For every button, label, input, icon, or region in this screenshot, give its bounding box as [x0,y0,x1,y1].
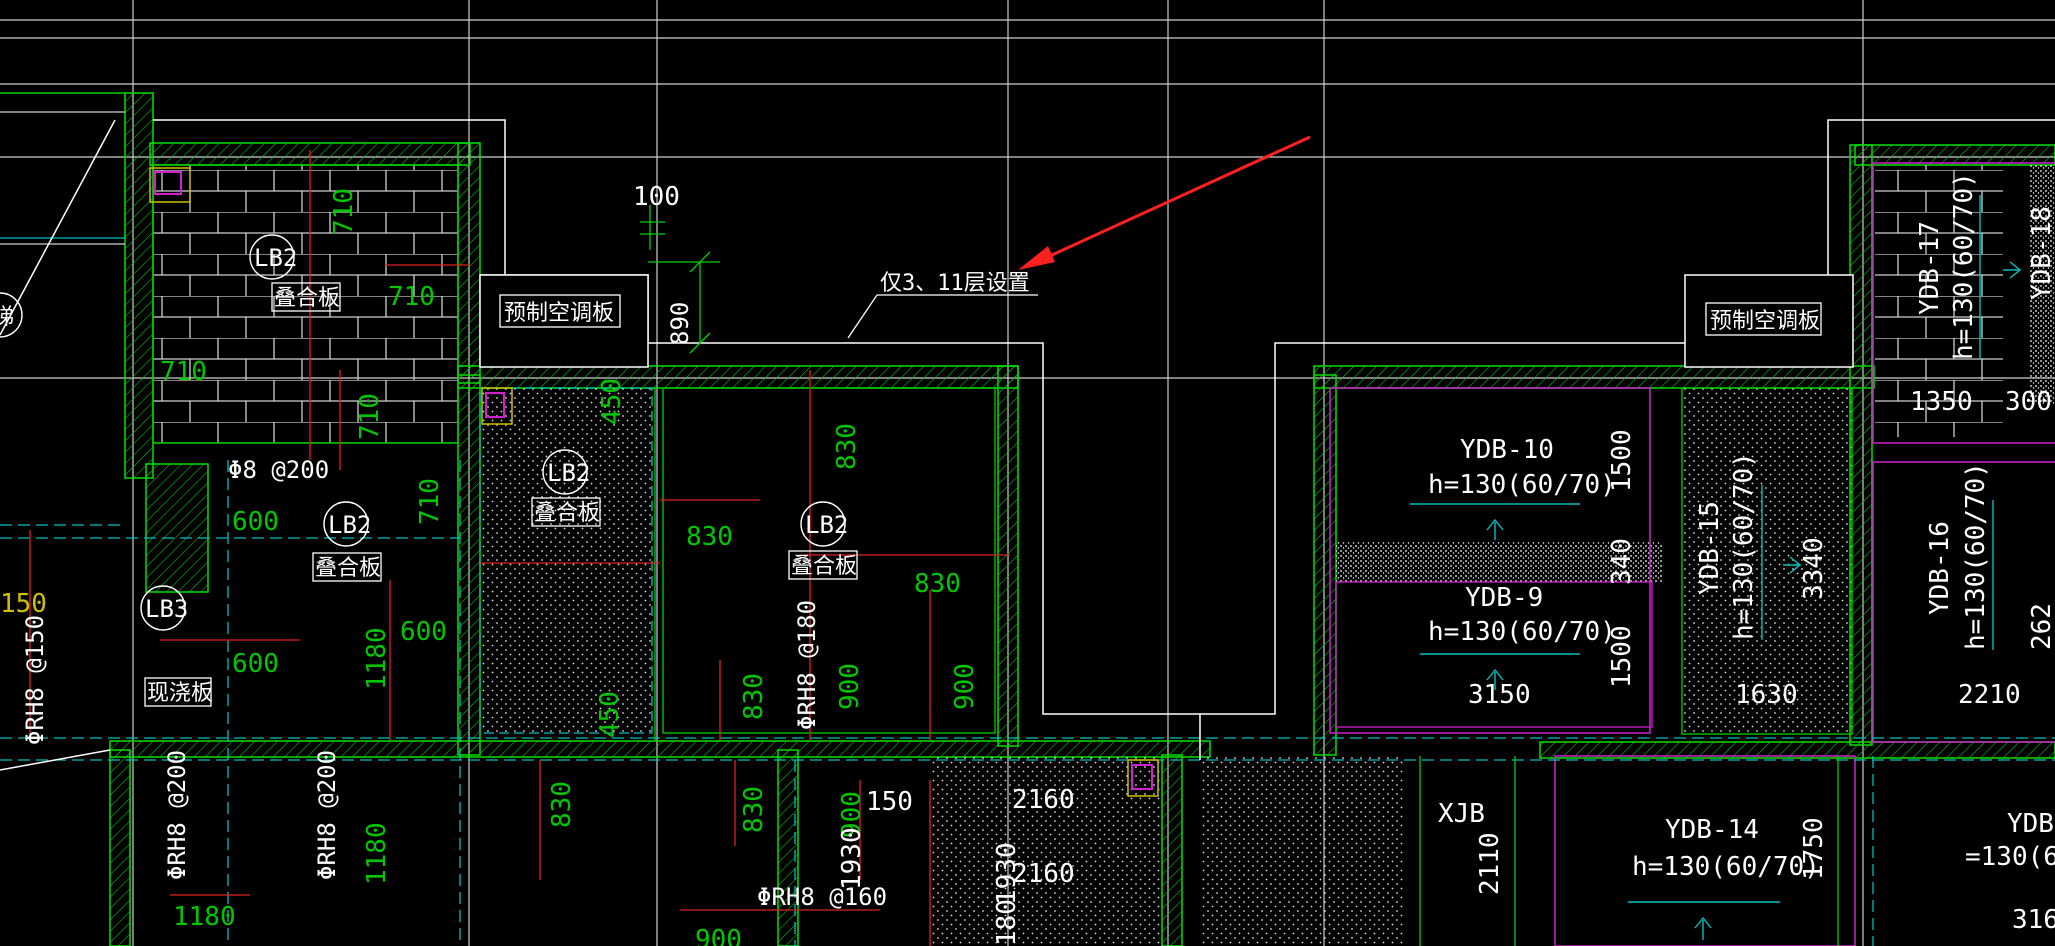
diehe-tag-c: 叠合板 [315,556,381,581]
dim-600c: 600 [400,617,447,647]
diehe-tag-d: 叠合板 [791,554,857,579]
diehe-tag-b: 叠合板 [534,501,600,526]
rebar-labels: Φ8 @200 ΦRH8 @150 ΦRH8 @200 ΦRH8 @200 ΦR… [21,456,887,911]
dim-900c: 900 [837,791,867,838]
dim-710e: 710 [415,478,445,525]
slab-fills [153,165,2055,946]
dim-2210: 2210 [1958,680,2021,710]
dim-340: 340 [1607,538,1637,585]
dim-300: 300 [2005,387,2052,417]
lb2-tag-c[interactable]: LB2 [328,511,371,539]
dim-150b: 150 [866,787,913,817]
annotation-group: 预制空调板 预制空调板 仅3、11层设置 890 100 [479,135,1854,368]
dim-1930b: 1930 [992,842,1022,905]
dim-830b: 830 [686,522,733,552]
rebar-phirh8-180: ΦRH8 @180 [793,600,821,730]
dim-3150: 3150 [1468,680,1531,710]
dim-2160a: 2160 [1012,785,1075,815]
ydb9-tag[interactable]: YDB-9 [1465,583,1543,613]
dimension-labels: 710 710 710 710 710 600 600 600 1180 118… [0,188,2055,946]
ydb9-h: h=130(60/70) [1428,617,1616,647]
dim-150a: 150 [0,589,47,619]
dim-2160b: 2160 [1012,859,1075,889]
lb2-tag-b[interactable]: LB2 [547,459,590,487]
dim-830c: 830 [914,569,961,599]
rebar-phirh8-200a: ΦRH8 @200 [163,750,191,880]
xjb-tag[interactable]: XJB [1438,799,1485,829]
ydb10-tag[interactable]: YDB-10 [1460,435,1554,465]
dim-710d: 710 [355,393,385,440]
dim-710c: 710 [160,357,207,387]
annotation-arrow-shaft [1029,135,1311,267]
span-arrows [1410,195,2022,940]
ydb16-h: h=130(60/70) [1961,462,1991,650]
annotation-arrow-head [1018,246,1055,270]
dim-1500a: 1500 [1607,429,1637,492]
ydb16-tag[interactable]: YDB-16 [1925,521,1955,615]
dim-830f: 830 [739,786,769,833]
lb3-tag[interactable]: LB3 [145,595,188,623]
dim-900a: 900 [835,663,865,710]
dim-710b: 710 [388,282,435,312]
dim-1180a: 1180 [362,627,392,690]
dim-710a: 710 [329,188,359,235]
annotation-text: 仅3、11层设置 [880,271,1030,296]
dim-900b: 900 [950,663,980,710]
rebar-phi8-200: Φ8 @200 [228,456,329,484]
ydb15-tag[interactable]: YDB-15 [1695,501,1725,595]
dim-830e: 830 [547,781,577,828]
dim-1180b: 1180 [362,822,392,885]
dim-1630: 1630 [1735,680,1798,710]
dim-1500b: 1500 [1607,625,1637,688]
dim-2110: 2110 [1475,832,1505,895]
column-symbols [149,167,1159,797]
rebar-phirh8-200b: ΦRH8 @200 [313,750,341,880]
ydb17-h: h=130(60/70) [1949,172,1979,360]
rebar-phirh8-150: ΦRH8 @150 [21,615,49,745]
dim-830d: 830 [739,673,769,720]
dim-900d: 900 [695,925,742,946]
ydb17-tag[interactable]: YDB-17 [1915,221,1945,315]
dim-450a: 450 [597,378,627,425]
ydb-cut-h: =130(6 [1965,842,2055,872]
dim-1350: 1350 [1910,387,1973,417]
dim-2620-cut: 262 [2027,603,2055,650]
stair-glyph: 梯 [0,305,14,330]
dim-180-cut: 180 [992,899,1022,946]
dim-1750: 1750 [1799,817,1829,880]
ydb14-h: h=130(60/70) [1632,852,1820,882]
ydb10-h: h=130(60/70) [1428,470,1616,500]
slab-outlines [0,92,2055,946]
ydb15-h: h=130(60/70) [1729,452,1759,640]
ac-board-right-label: 预制空调板 [1710,309,1820,334]
diehe-tag-a: 叠合板 [274,286,340,311]
xianjiao-tag: 现浇板 [147,681,213,706]
rebar-lines [29,150,1010,946]
lb2-tag-a[interactable]: LB2 [254,244,297,272]
dim-1180c: 1180 [173,902,236,932]
ac-board-right[interactable] [1684,274,1854,368]
ydb18-tag[interactable]: YDB-18 [2027,206,2055,300]
rebar-phirh8-160: ΦRH8 @160 [757,883,887,911]
ydb-cut-tag[interactable]: YDB- [2007,809,2055,839]
dim-1930a: 1930 [837,827,867,890]
dim-100: 100 [633,182,680,212]
dim-890: 890 [666,302,694,345]
dim-450b: 450 [595,691,625,738]
dim-3160-cut: 316 [2012,905,2055,935]
dim-600b: 600 [232,649,279,679]
dim-3340: 3340 [1799,537,1829,600]
lb2-tag-d[interactable]: LB2 [805,511,848,539]
dim-830a: 830 [832,423,862,470]
dim-600a: 600 [232,507,279,537]
ac-board-left-label: 预制空调板 [504,301,614,326]
ydb14-tag[interactable]: YDB-14 [1665,815,1759,845]
slab-labels: LB2 叠合板 LB2 叠合板 LB2 叠合板 LB2 叠合板 LB3 现浇板 … [0,172,2055,882]
